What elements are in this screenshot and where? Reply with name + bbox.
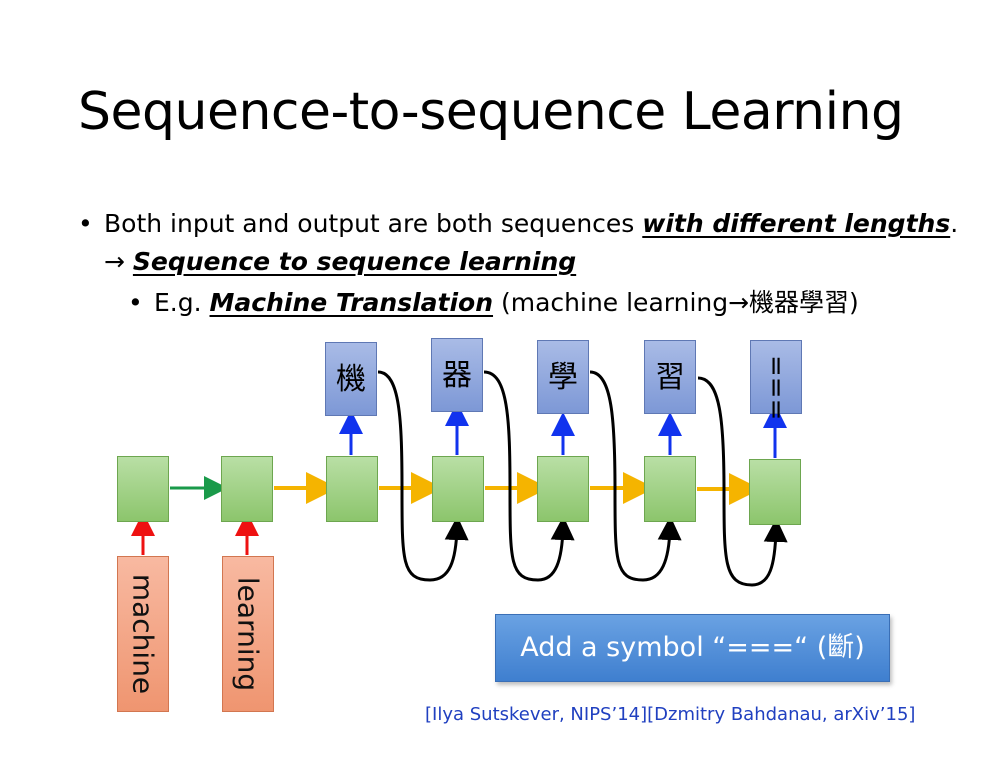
input-token-box: machine (117, 556, 169, 712)
output-token: 器 (442, 358, 472, 393)
input-token: learning (231, 576, 265, 692)
bullet-2-text-a: E.g. (154, 288, 210, 317)
bullet-item-2: • E.g. Machine Translation (machine lear… (128, 283, 978, 323)
bullet-2-text-b: (machine learning→機器學習) (493, 288, 859, 317)
bullet-list: • Both input and output are both sequenc… (78, 205, 978, 323)
output-token: 習 (655, 360, 685, 395)
bullet-dot: • (78, 209, 93, 238)
bullet-1-text-b: . → (104, 209, 959, 276)
citation: [Ilya Sutskever, NIPS’14][Dzmitry Bahdan… (425, 704, 916, 725)
slide-title: Sequence-to-sequence Learning (78, 82, 904, 142)
rnn-cell (117, 456, 169, 522)
bullet-2-emphasis-a: Machine Translation (209, 288, 494, 317)
rnn-cell (644, 456, 696, 522)
feedback-arrow (483, 370, 575, 582)
output-token-box: 機 (325, 342, 377, 416)
bullet-item-1: • Both input and output are both sequenc… (78, 205, 978, 281)
end-symbol: === (761, 355, 791, 421)
bullet-1-emphasis-b: Sequence to sequence learning (132, 247, 577, 276)
feedback-arrow (589, 370, 682, 582)
feedback-arrow (377, 370, 469, 582)
bullet-dot: • (128, 288, 143, 317)
output-token: 機 (336, 362, 366, 397)
bullet-1-emphasis-a: with different lengths (642, 209, 951, 238)
rnn-cell (221, 456, 273, 522)
rnn-cell (749, 459, 801, 525)
rnn-cell (432, 456, 484, 522)
output-token-box: 器 (431, 338, 483, 412)
output-token-box: 習 (644, 340, 696, 414)
rnn-cell (537, 456, 589, 522)
rnn-cell (326, 456, 378, 522)
input-token-box: learning (222, 556, 274, 712)
bullet-1-text-a: Both input and output are both sequences (104, 209, 643, 238)
feedback-arrow (697, 376, 788, 587)
input-token: machine (126, 573, 160, 695)
end-symbol-callout: Add a symbol “===“ (斷) (495, 614, 890, 682)
output-token-box: 學 (537, 340, 589, 414)
end-symbol-box: === (750, 340, 802, 421)
output-token: 學 (548, 360, 578, 395)
